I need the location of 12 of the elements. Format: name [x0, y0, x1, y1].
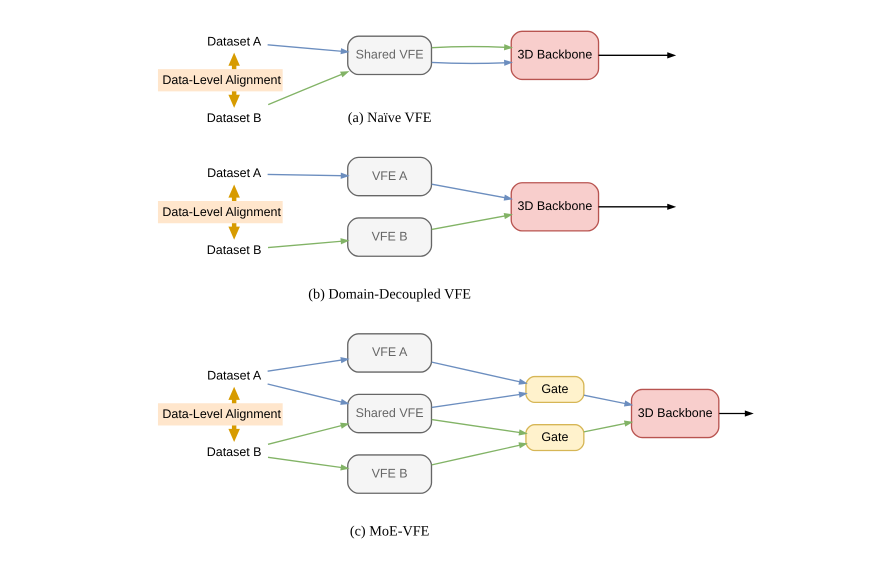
node-text: Dataset B — [206, 445, 262, 460]
edge-label: Data-Level Alignment — [162, 73, 281, 88]
node-text: Dataset B — [206, 110, 262, 125]
edge-label: Data-Level Alignment — [162, 204, 281, 219]
node-text: Dataset A — [207, 368, 262, 382]
edge-label: Data-Level Alignment — [162, 407, 281, 422]
node-text: Dataset B — [206, 242, 262, 257]
label: (c) MoE-VFE — [350, 523, 430, 540]
label: (b) Domain-Decoupled VFE — [308, 286, 472, 302]
node-text: Dataset A — [207, 166, 262, 180]
label: (a) Naïve VFE — [348, 110, 432, 126]
node-text: Dataset A — [207, 34, 262, 48]
